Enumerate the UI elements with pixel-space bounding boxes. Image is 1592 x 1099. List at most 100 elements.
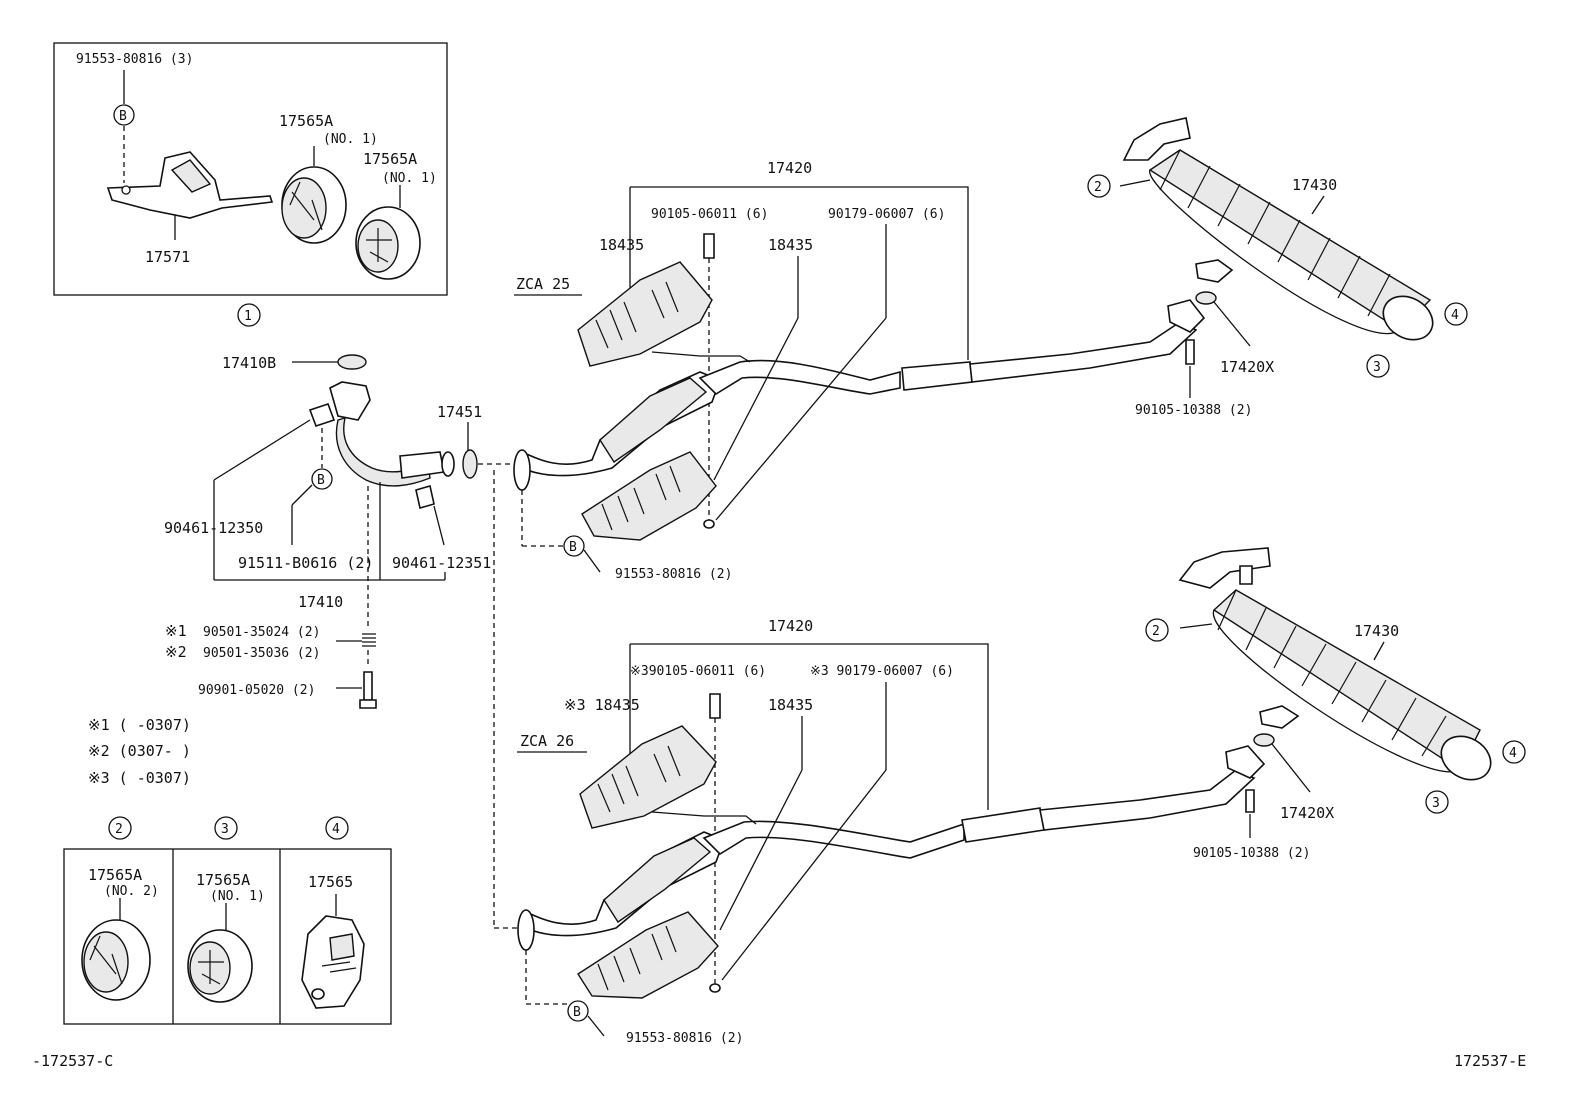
leader	[1311, 195, 1325, 215]
callout-4-label: 4	[1451, 308, 1459, 323]
resonator-part	[901, 361, 973, 391]
part-91553-label: 91553-80816 (2)	[626, 1031, 743, 1046]
figure-code-left: -172537-C	[32, 1052, 113, 1070]
heat-shield-18435-part	[577, 261, 713, 367]
part-17420x-label: 17420X	[1220, 358, 1274, 376]
part-17420x-label: 17420X	[1280, 804, 1334, 822]
pipe-joint-part	[399, 451, 445, 479]
figure-code-right: 172537-E	[1454, 1052, 1526, 1070]
zca25-assembly: ZCA 25 17420 90105-06011 (6) 90179-06007…	[513, 117, 1468, 582]
part-17420-label: 17420	[768, 617, 813, 635]
front-pipe-assembly: 17410B 17451 90461-12350 B 91511-B0616 (…	[88, 354, 518, 787]
center-pipe-part	[702, 820, 965, 859]
part-90105-10388-label: 90105-10388 (2)	[1193, 846, 1310, 861]
note-2-mark: ※2	[165, 643, 187, 661]
callout-4-circle	[1502, 740, 1526, 764]
leader	[1271, 743, 1311, 793]
bolt-90105-10388-part	[1185, 339, 1195, 365]
b-marker-circle	[311, 468, 333, 490]
part-17565a-label: 17565A	[363, 150, 417, 168]
rubber-hanger-17565a-no2-part	[81, 919, 151, 1001]
tail-pipe-part	[969, 321, 1198, 383]
part-17565a-label: 17565A	[279, 112, 333, 130]
part-90105-10388-label: 90105-10388 (2)	[1135, 403, 1252, 418]
part-18435-label: 18435	[599, 236, 644, 254]
b-marker-label: B	[119, 109, 127, 124]
nut-part	[703, 519, 715, 529]
zca25-label: ZCA 25	[516, 275, 570, 293]
bracket-line	[630, 643, 989, 810]
callout-3-label: 3	[1373, 360, 1381, 375]
b-marker-label: B	[317, 473, 325, 488]
leader	[587, 1015, 605, 1037]
zca26-label: ZCA 26	[520, 732, 574, 750]
callout-2-circle	[1087, 174, 1111, 198]
resonator-part	[961, 807, 1045, 843]
part-91553-label: 91553-80816 (2)	[615, 567, 732, 582]
inset-1-bolt-label: 91553-80816 (3)	[76, 52, 193, 67]
inset-rubber-hangers: 2 3 4 17565A (NO. 2) 17565A (NO. 1) 1756…	[63, 816, 392, 1025]
callout-2-label: 2	[115, 822, 123, 837]
rubber-hanger-17565a-no1-part	[187, 929, 253, 1003]
note-1-mark: ※1	[165, 622, 187, 640]
part-17410b-label: 17410B	[222, 354, 276, 372]
part-17565a-label: 17565A	[196, 871, 250, 889]
part-90105-06011-label: ※390105-06011 (6)	[630, 664, 766, 679]
zca26-assembly: ZCA 26 17420 ※390105-06011 (6) ※3 90179-…	[517, 547, 1526, 1046]
callout-3-circle	[1366, 354, 1390, 378]
spring-part	[362, 633, 376, 647]
leader	[713, 317, 799, 481]
bracket-17571-part	[106, 151, 274, 219]
callout-4-circle	[1444, 302, 1468, 326]
leader	[719, 769, 803, 931]
callout-4-circle	[325, 816, 349, 840]
part-90461-12351-label: 90461-12351	[392, 554, 491, 572]
part-90461-12350-label: 90461-12350	[164, 519, 263, 537]
pipe-end-part	[441, 451, 455, 477]
part-90901-label: 90901-05020 (2)	[198, 683, 315, 698]
inset-2-frame	[63, 848, 392, 1025]
gasket-17420x-part	[1195, 291, 1217, 305]
b-marker-circle	[567, 1000, 589, 1022]
part-no1-label: (NO. 1)	[382, 171, 437, 186]
tail-pipe-part	[1039, 769, 1256, 831]
part-18435-label: 18435	[768, 236, 813, 254]
leader	[291, 484, 313, 506]
leader	[1119, 179, 1151, 187]
tail-flange-part	[1167, 299, 1206, 333]
part-17410-label: 17410	[298, 593, 343, 611]
note-2-text: ※2 (0307- )	[88, 742, 191, 760]
b-marker-label: B	[573, 1005, 581, 1020]
muffler-17430-part	[1122, 117, 1434, 341]
front-pipe-17410-part	[335, 417, 431, 487]
flange-part	[329, 381, 371, 421]
leader	[1179, 623, 1213, 629]
leader	[721, 769, 887, 981]
rubber-hanger-17565a-part	[355, 206, 421, 280]
callout-3-circle	[1425, 790, 1449, 814]
callout-1-label: 1	[244, 309, 252, 324]
callout-2-label: 2	[1152, 624, 1160, 639]
part-17420-label: 17420	[767, 159, 812, 177]
muffler-17430-part	[1178, 547, 1492, 781]
part-17430-label: 17430	[1354, 622, 1399, 640]
bolt-90105-06011-part	[709, 693, 721, 719]
callout-4-label: 4	[332, 822, 340, 837]
callout-2-circle	[1145, 618, 1169, 642]
flange-part	[513, 449, 531, 491]
callout-3-label: 3	[1432, 796, 1440, 811]
leader	[583, 549, 601, 573]
b-marker-label: B	[569, 540, 577, 555]
heat-shield-18435-part	[579, 725, 717, 829]
part-17565a-label: 17565A	[88, 866, 142, 884]
clamp-90461-12351-part	[415, 484, 435, 510]
part-no1-label: (NO. 1)	[323, 132, 378, 147]
bracket-line	[630, 186, 969, 360]
leader	[1213, 301, 1251, 347]
b-marker-circle	[113, 104, 135, 126]
rubber-hanger-17565a-part	[281, 166, 347, 244]
tail-flange-part	[1225, 745, 1266, 779]
flange-part	[517, 909, 535, 951]
part-90105-06011-label: 90105-06011 (6)	[651, 207, 768, 222]
